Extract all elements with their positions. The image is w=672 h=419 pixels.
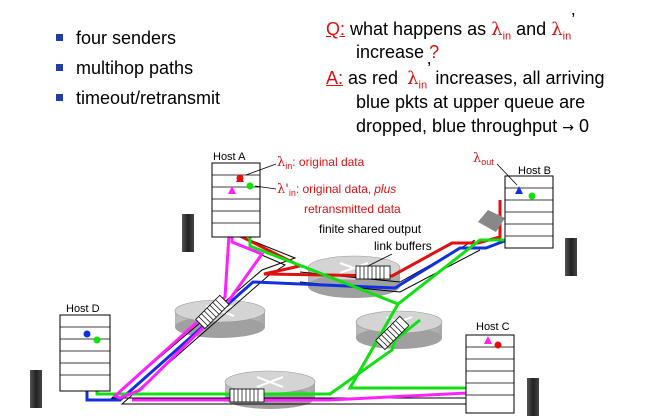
question-and: and [516,19,547,39]
lambda-sub: in [502,30,512,43]
lambda-prime-in-label: λ'in: original data,plus [277,182,396,198]
answer-label: A: [326,68,344,88]
server-tower-icon [30,370,42,408]
path-magenta [112,187,265,400]
bullet-multihop-paths: multihop paths [56,58,193,79]
host-d-label: Host D [66,303,100,315]
answer-line-2: blue pkts at upper queue are [356,91,585,113]
buffer-top [355,265,391,280]
plus-word: plus [373,182,396,196]
pointer-arrow [367,253,393,267]
green-dot [93,336,101,344]
host-d [30,314,111,408]
magenta-arrowhead-icon [228,186,236,194]
lambda-sub: in [285,161,292,171]
lambda-in-text: : original data [292,155,364,169]
path-blue [85,190,521,402]
lambda-symbol: λ [491,19,503,40]
buffers-label-2: link buffers [374,239,432,253]
question-text-1: what happens as [350,19,487,39]
keyboard-icon [478,210,505,232]
bullet-text: four senders [76,28,177,48]
pointer-arrow [245,163,277,176]
lambda-sub: in [289,188,296,198]
bullet-square-icon [56,93,63,101]
retransmitted-label: retransmitted data [304,202,401,216]
answer-line-1: A: as red λin’ increases, all arriving [326,59,605,97]
host-c-label: Host C [476,321,510,333]
host-c [465,334,539,416]
blue-dot [83,330,91,338]
answer-text-2: blue pkts at upper queue are [356,92,586,112]
server-tower-icon [527,378,539,416]
host-a [182,162,261,252]
blue-arrowhead-icon [515,186,523,194]
lambda-symbol: λ [473,151,481,166]
buffers-label-1: finite shared output [319,222,422,236]
host-a-label: Host A [213,151,246,163]
red-dot [494,341,502,349]
bullet-square-icon [56,63,63,71]
lambda-sub: out [481,157,494,167]
question-mark: ? [429,42,440,62]
question-line-1: Q: what happens as λin and λin’ [326,10,575,48]
orig-data-prefix: : original data, [296,182,371,196]
bullet-four-senders: four senders [56,28,176,49]
host-b [478,175,577,276]
lambda-symbol: λ [551,19,563,40]
answer-text-3: dropped, blue throughput [356,116,558,136]
server-tower-icon [565,238,577,276]
lambda-in-label: λin: original data [277,155,365,171]
lambda-out-label: λout [473,151,494,167]
lambda-prime: ’ [427,59,431,79]
lambda-prime-symbol: λ' [277,182,289,197]
bullet-text: timeout/retransmit [76,88,221,108]
red-arrowhead-icon [236,174,244,182]
host-b-label: Host B [518,165,551,177]
lambda-sub: in [418,79,428,92]
magenta-arrowhead-icon [484,336,492,344]
pointer-arrow [254,185,277,190]
pointer-arrow [496,163,518,186]
question-text-2: increase [356,42,425,62]
right-arrow-icon: → [562,120,574,136]
green-dot [246,182,254,190]
lambda-prime: ’ [571,10,576,30]
answer-text-1b: increases, all arriving [435,68,605,88]
buffer-bottom [229,388,265,403]
answer-text-1a: as red [348,68,399,88]
answer-zero: 0 [578,116,589,136]
green-dot [528,192,536,200]
lambda-sub: in [562,30,572,43]
buffer-left [195,294,230,330]
bullet-square-icon [56,33,63,41]
buffer-right [375,315,410,351]
question-label: Q: [326,19,346,39]
lambda-symbol: λ [277,155,285,170]
lambda-symbol: λ [407,68,419,89]
answer-line-3: dropped, blue throughput → 0 [356,115,589,139]
bullet-text: multihop paths [76,58,194,78]
question-line-2: increase ? [356,41,439,63]
bullet-timeout-retransmit: timeout/retransmit [56,88,220,109]
server-tower-icon [182,214,194,252]
